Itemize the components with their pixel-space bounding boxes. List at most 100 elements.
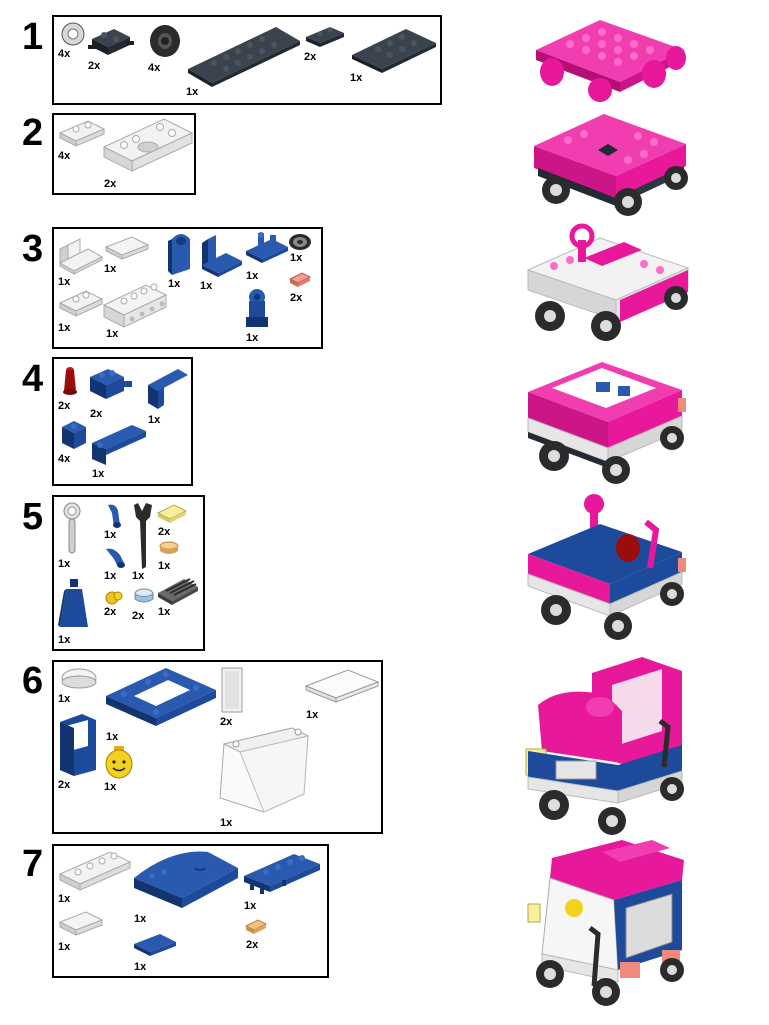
model-step-2-image <box>528 106 692 218</box>
qty-label: 1x <box>104 264 116 275</box>
long-plate-icon <box>184 23 304 89</box>
white-cap-icon <box>60 666 98 692</box>
tire-icon <box>148 23 182 59</box>
plate-icon <box>350 27 438 73</box>
qty-label: 1x <box>148 415 160 426</box>
qty-label: 4x <box>58 454 70 465</box>
qty-label: 2x <box>304 52 316 63</box>
qty-label: 2x <box>90 409 102 420</box>
step-number-1: 1 <box>22 18 43 56</box>
white-bracket-icon <box>58 231 104 275</box>
blue-long-panel-icon <box>90 423 148 467</box>
qty-label: 4x <box>58 49 70 60</box>
step-3-parts-box: 1x 1x 1x 1x 1x 1x 2x 1x 1x 1x <box>52 227 323 349</box>
white-plate-small-icon <box>58 289 104 319</box>
qty-label: 4x <box>148 63 160 74</box>
qty-label: 1x <box>134 962 146 973</box>
qty-label: 1x <box>106 329 118 340</box>
qty-label: 1x <box>132 571 144 582</box>
qty-label: 1x <box>58 894 70 905</box>
qty-label: 1x <box>158 561 170 572</box>
step-2-parts-box: 4x 2x <box>52 113 196 195</box>
white-plate-icon <box>58 119 106 149</box>
step-4-parts-box: 2x 2x 1x 4x 1x <box>52 357 193 486</box>
windscreen-icon <box>214 724 314 816</box>
qty-label: 1x <box>244 901 256 912</box>
blue-arm-2-icon <box>104 545 128 569</box>
wheel-hub-icon <box>60 21 86 47</box>
qty-label: 1x <box>246 271 258 282</box>
yellow-hands-icon <box>104 589 124 607</box>
mudguard-icon <box>102 117 194 173</box>
blue-hinge-icon <box>244 287 270 329</box>
qty-label: 1x <box>106 732 118 743</box>
wrench-icon <box>132 501 156 571</box>
step-7-parts-box: 1x 1x 1x 1x 1x 2x <box>52 844 329 978</box>
blue-tile-icon <box>132 932 178 958</box>
blue-seat-icon <box>166 231 196 277</box>
step-number-5: 5 <box>22 498 43 536</box>
small-plate-icon <box>304 25 346 51</box>
tan-round-icon <box>158 541 180 557</box>
model-step-3-image <box>524 220 694 344</box>
minifig-torso-icon <box>58 579 90 631</box>
qty-label: 1x <box>92 469 104 480</box>
qty-label: 1x <box>104 571 116 582</box>
qty-label: 2x <box>104 607 116 618</box>
step-number-6: 6 <box>22 662 43 700</box>
steering-wheel-icon <box>288 233 312 251</box>
blue-arm-icon <box>104 503 124 529</box>
qty-label: 1x <box>350 73 362 84</box>
model-step-1-image <box>530 10 690 102</box>
qty-label: 2x <box>158 527 170 538</box>
qty-label: 1x <box>220 818 232 829</box>
blue-clip-brick-icon <box>88 367 134 401</box>
blue-clip-plate-long-icon <box>242 850 322 896</box>
qty-label: 1x <box>200 281 212 292</box>
grille-tile-icon <box>156 577 200 607</box>
step-5-parts-box: 1x 1x 1x 2x 1x 1x 1x 2x 2x 1x <box>52 495 205 651</box>
qty-label: 1x <box>104 530 116 541</box>
red-cone-icon <box>60 365 80 397</box>
step-number-7: 7 <box>22 845 43 883</box>
qty-label: 2x <box>246 940 258 951</box>
qty-label: 1x <box>58 635 70 646</box>
blue-brick-icon <box>60 419 88 451</box>
qty-label: 1x <box>134 914 146 925</box>
blue-bracket-icon <box>198 235 244 277</box>
qty-label: 1x <box>104 782 116 793</box>
model-step-5-image <box>522 490 692 642</box>
step-number-3: 3 <box>22 230 43 268</box>
clear-panel-icon <box>304 668 380 704</box>
blue-clip-plate-icon <box>244 231 290 269</box>
qty-label: 1x <box>290 253 302 264</box>
step-number-4: 4 <box>22 360 43 398</box>
qty-label: 2x <box>290 293 302 304</box>
qty-label: 4x <box>58 151 70 162</box>
lightblue-round-icon <box>132 587 156 607</box>
step-1-parts-box: 4x 2x 4x 1x 2x 1x <box>52 15 442 105</box>
qty-label: 1x <box>58 323 70 334</box>
model-step-7-image <box>522 838 692 1014</box>
tan-tile-icon <box>244 918 268 938</box>
axle-plate-icon <box>88 25 134 61</box>
qty-label: 1x <box>306 710 318 721</box>
white-tile-icon <box>104 235 150 261</box>
step-number-2: 2 <box>22 114 43 152</box>
qty-label: 2x <box>58 401 70 412</box>
white-plate-long-icon <box>58 850 132 892</box>
white-tile-small-icon <box>58 910 104 938</box>
qty-label: 2x <box>132 611 144 622</box>
qty-label: 1x <box>58 277 70 288</box>
window-glass-icon <box>220 666 244 716</box>
qty-label: 1x <box>58 694 70 705</box>
blue-panel-icon <box>146 365 190 411</box>
blue-frame-plate-icon <box>104 666 218 732</box>
qty-label: 1x <box>58 559 70 570</box>
model-step-4-image <box>522 352 692 484</box>
qty-label: 1x <box>168 279 180 290</box>
qty-label: 2x <box>58 780 70 791</box>
step-6-parts-box: 1x 1x 2x 1x 2x 1x 1x <box>52 660 383 834</box>
qty-label: 2x <box>104 179 116 190</box>
qty-label: 1x <box>186 87 198 98</box>
